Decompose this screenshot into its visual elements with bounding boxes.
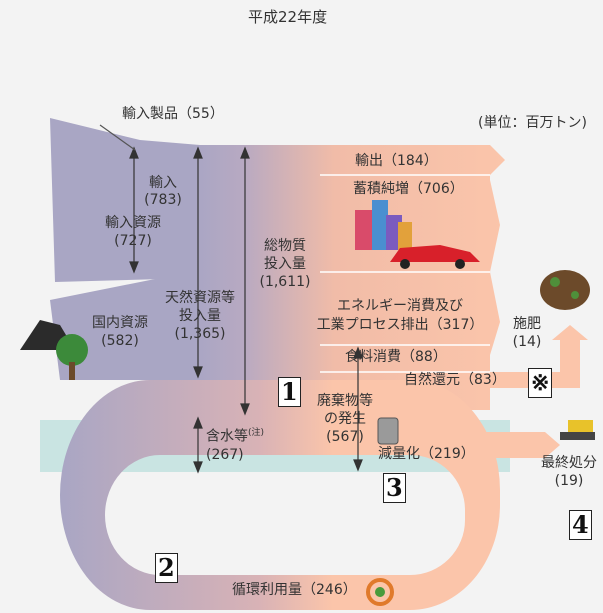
- compost-icon: [540, 270, 590, 310]
- bulldozer-icon: [560, 420, 595, 440]
- import-flow: [50, 118, 200, 282]
- final-disposal-label: 最終処分: [541, 455, 597, 471]
- import-resources-value: (727): [114, 233, 152, 249]
- natural-resources-value: (1,365): [174, 326, 226, 342]
- unit-note: (単位：百万トン): [478, 115, 587, 131]
- final-disposal-flow: [460, 432, 560, 458]
- import-value: (783): [144, 192, 182, 208]
- energy-label-2: 工業プロセス排出（317）: [316, 317, 484, 333]
- waste-label-1: 廃棄物等: [317, 393, 373, 409]
- fertilizer-label: 施肥: [513, 316, 541, 332]
- recycle-amount-label: 循環利用量（246）: [232, 582, 357, 598]
- trash-can-icon: [377, 417, 399, 445]
- food-consumption-label: 食料消費（88）: [345, 349, 447, 365]
- car-icon: [390, 245, 480, 269]
- recycle-icon: [366, 578, 394, 606]
- marker-4: 4: [569, 510, 592, 540]
- natural-return-flow: [488, 325, 588, 388]
- flow-dividers: [320, 174, 490, 373]
- diagram-title: 平成22年度: [248, 8, 328, 26]
- stock-label: 蓄積純増（706）: [353, 181, 464, 197]
- main-flow-body: [195, 145, 505, 410]
- import-resources-label: 輸入資源: [105, 215, 161, 231]
- energy-label-1: エネルギー消費及び: [337, 298, 463, 314]
- domestic-resources-label: 国内資源: [92, 315, 148, 331]
- marker-note: ※: [528, 368, 553, 398]
- import-products-label: 輸入製品（55）: [122, 106, 224, 122]
- total-input-label-1: 総物質: [264, 238, 306, 254]
- final-disposal-value: (19): [554, 473, 584, 489]
- fertilizer-value: (14): [512, 334, 542, 350]
- waste-value: (567): [326, 429, 364, 445]
- total-input-label-2: 投入量: [264, 256, 306, 272]
- marker-1: 1: [278, 377, 301, 407]
- marker-3: 3: [383, 473, 406, 503]
- total-input-value: (1,611): [259, 274, 311, 290]
- water-content-note: (注): [248, 428, 265, 438]
- waste-label-2: の発生: [324, 411, 366, 427]
- water-content-text: 含水等: [206, 428, 248, 445]
- export-label: 輸出（184）: [355, 153, 438, 169]
- domestic-resources-value: (582): [101, 333, 139, 349]
- tree-icon: [56, 334, 88, 380]
- building-icon: [355, 200, 412, 250]
- measure-arrows: [99, 124, 363, 474]
- water-content-value: (267): [206, 447, 244, 463]
- marker-2: 2: [155, 553, 178, 583]
- natural-return-label: 自然還元（83）: [404, 372, 506, 388]
- reduction-label: 減量化（219）: [378, 446, 475, 462]
- water-content-label: 含水等(注): [206, 428, 264, 446]
- natural-resources-label-2: 投入量: [179, 308, 221, 324]
- import-label: 輸入: [149, 175, 177, 191]
- natural-resources-label-1: 天然資源等: [165, 290, 235, 306]
- recycle-loop: [60, 380, 500, 610]
